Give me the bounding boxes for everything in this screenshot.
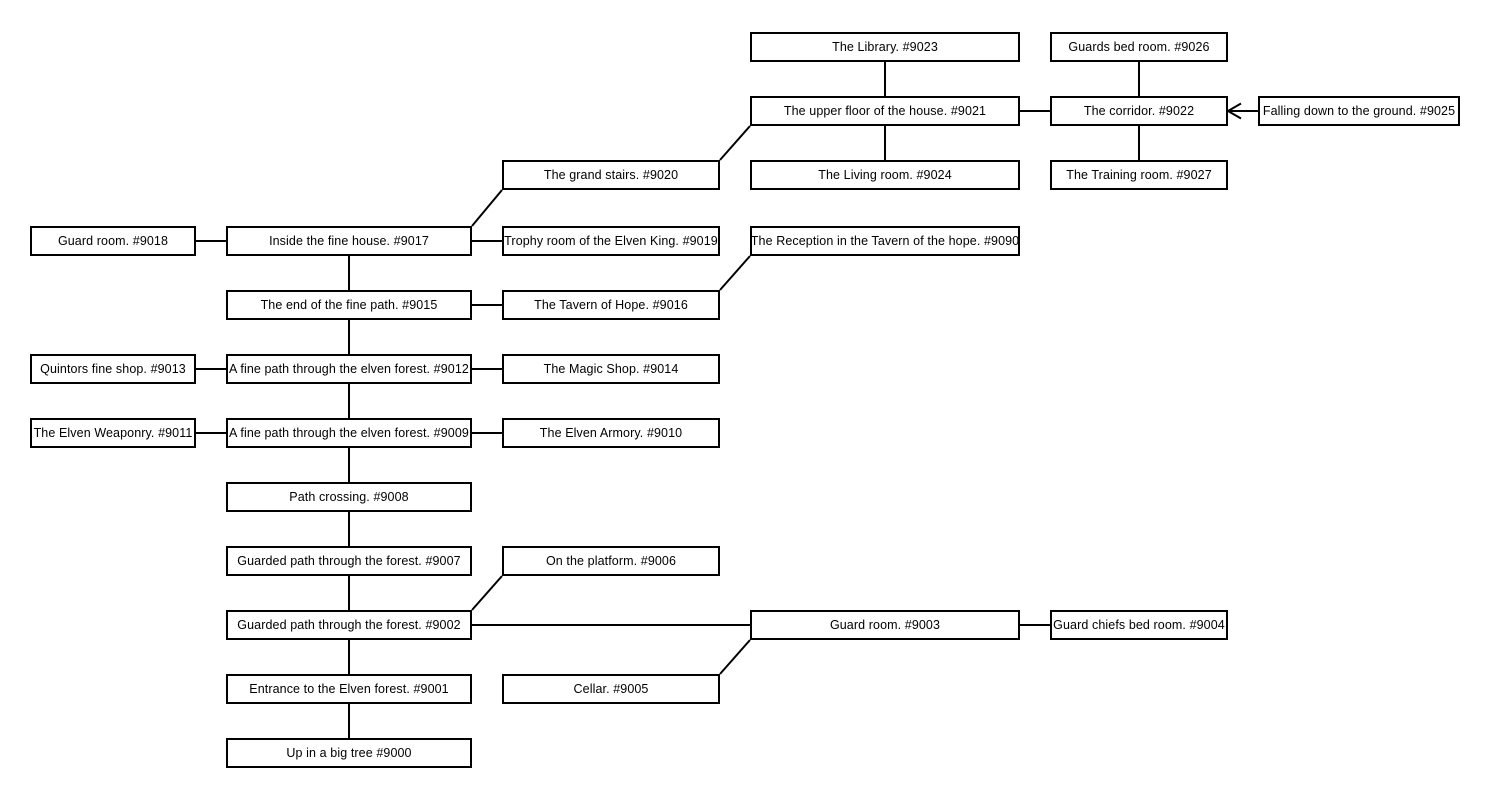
room-node-9025[interactable]: Falling down to the ground. #9025 xyxy=(1258,96,1460,126)
room-node-9019[interactable]: Trophy room of the Elven King. #9019 xyxy=(502,226,720,256)
room-node-label: The Training room. #9027 xyxy=(1066,167,1212,182)
room-node-label: A fine path through the elven forest. #9… xyxy=(229,361,469,376)
room-node-9022[interactable]: The corridor. #9022 xyxy=(1050,96,1228,126)
room-node-9024[interactable]: The Living room. #9024 xyxy=(750,160,1020,190)
room-node-label: Guarded path through the forest. #9002 xyxy=(237,617,461,632)
room-node-9008[interactable]: Path crossing. #9008 xyxy=(226,482,472,512)
room-node-label: The Living room. #9024 xyxy=(818,167,952,182)
room-node-label: The upper floor of the house. #9021 xyxy=(783,103,987,118)
room-node-label: Falling down to the ground. #9025 xyxy=(1262,103,1456,118)
room-node-9017[interactable]: Inside the fine house. #9017 xyxy=(226,226,472,256)
room-node-9027[interactable]: The Training room. #9027 xyxy=(1050,160,1228,190)
edge-9003-9005 xyxy=(719,639,751,675)
edge-9016-9090 xyxy=(719,255,751,291)
room-node-9026[interactable]: Guards bed room. #9026 xyxy=(1050,32,1228,62)
room-node-9023[interactable]: The Library. #9023 xyxy=(750,32,1020,62)
room-node-label: A fine path through the elven forest. #9… xyxy=(229,425,469,440)
room-node-9011[interactable]: The Elven Weaponry. #9011 xyxy=(30,418,196,448)
room-node-label: Trophy room of the Elven King. #9019 xyxy=(504,233,718,248)
room-node-9090[interactable]: The Reception in the Tavern of the hope.… xyxy=(750,226,1020,256)
room-node-9013[interactable]: Quintors fine shop. #9013 xyxy=(30,354,196,384)
room-node-label: The corridor. #9022 xyxy=(1083,103,1195,118)
room-node-label: The Elven Weaponry. #9011 xyxy=(33,425,193,440)
room-node-9006[interactable]: On the platform. #9006 xyxy=(502,546,720,576)
room-node-9009[interactable]: A fine path through the elven forest. #9… xyxy=(226,418,472,448)
room-node-9015[interactable]: The end of the fine path. #9015 xyxy=(226,290,472,320)
room-node-9016[interactable]: The Tavern of Hope. #9016 xyxy=(502,290,720,320)
edge-9002-9006 xyxy=(471,575,503,611)
room-node-9007[interactable]: Guarded path through the forest. #9007 xyxy=(226,546,472,576)
room-node-label: On the platform. #9006 xyxy=(545,553,677,568)
room-node-9000[interactable]: Up in a big tree #9000 xyxy=(226,738,472,768)
room-node-label: Guard chiefs bed room. #9004 xyxy=(1053,617,1225,632)
room-node-9021[interactable]: The upper floor of the house. #9021 xyxy=(750,96,1020,126)
room-node-9014[interactable]: The Magic Shop. #9014 xyxy=(502,354,720,384)
room-node-9010[interactable]: The Elven Armory. #9010 xyxy=(502,418,720,448)
room-node-label: Quintors fine shop. #9013 xyxy=(40,361,186,376)
arrowhead-9025-9022 xyxy=(1225,102,1242,120)
edge-9020-9021 xyxy=(719,125,751,161)
room-node-9005[interactable]: Cellar. #9005 xyxy=(502,674,720,704)
room-node-label: Guard room. #9003 xyxy=(829,617,941,632)
room-node-label: The Library. #9023 xyxy=(832,39,938,54)
room-node-label: The Tavern of Hope. #9016 xyxy=(534,297,688,312)
room-node-label: Guard room. #9018 xyxy=(57,233,169,248)
edge-9017-9020 xyxy=(471,189,503,227)
room-node-label: The Elven Armory. #9010 xyxy=(539,425,683,440)
room-node-9004[interactable]: Guard chiefs bed room. #9004 xyxy=(1050,610,1228,640)
room-node-label: The Magic Shop. #9014 xyxy=(543,361,679,376)
room-node-label: Guarded path through the forest. #9007 xyxy=(237,553,461,568)
room-node-9012[interactable]: A fine path through the elven forest. #9… xyxy=(226,354,472,384)
room-node-9018[interactable]: Guard room. #9018 xyxy=(30,226,196,256)
room-node-label: The grand stairs. #9020 xyxy=(543,167,679,182)
room-node-9002[interactable]: Guarded path through the forest. #9002 xyxy=(226,610,472,640)
room-node-label: Path crossing. #9008 xyxy=(289,489,409,504)
room-node-label: Entrance to the Elven forest. #9001 xyxy=(249,681,449,696)
room-node-label: The end of the fine path. #9015 xyxy=(260,297,438,312)
room-node-9003[interactable]: Guard room. #9003 xyxy=(750,610,1020,640)
room-node-9020[interactable]: The grand stairs. #9020 xyxy=(502,160,720,190)
room-node-label: Up in a big tree #9000 xyxy=(286,745,412,760)
room-node-label: The Reception in the Tavern of the hope.… xyxy=(750,233,1020,248)
room-node-9001[interactable]: Entrance to the Elven forest. #9001 xyxy=(226,674,472,704)
room-node-label: Inside the fine house. #9017 xyxy=(269,233,429,248)
room-node-label: Guards bed room. #9026 xyxy=(1068,39,1210,54)
room-node-label: Cellar. #9005 xyxy=(573,681,649,696)
